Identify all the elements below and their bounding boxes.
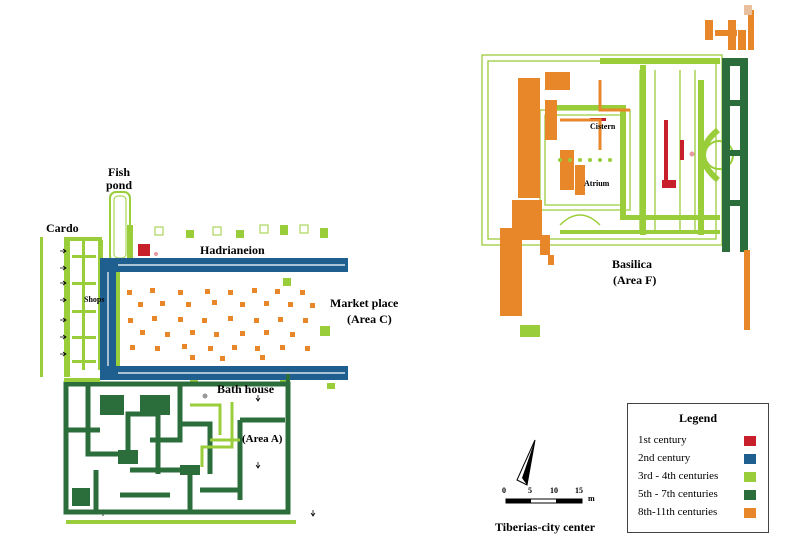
legend-label: 3rd - 4th centuries	[638, 470, 719, 482]
legend: Legend 1st century 2nd century 3rd - 4th…	[627, 403, 769, 533]
scale-unit: m	[588, 494, 595, 503]
legend-label: 5th - 7th centuries	[638, 488, 718, 500]
legend-item-8th-11th-centuries: 8th-11th centuries	[638, 506, 763, 522]
map-caption: Tiberias-city center	[495, 520, 596, 534]
legend-swatch	[744, 508, 756, 518]
label-shops: Shops	[84, 295, 105, 304]
legend-item-1st-century: 1st century	[638, 434, 763, 450]
legend-item-5th-7th-centuries: 5th - 7th centuries	[638, 488, 763, 504]
label-fish-pond: Fish pond	[106, 165, 133, 192]
legend-title: Legend	[678, 411, 717, 425]
legend-swatch	[744, 490, 756, 500]
legend-swatch	[744, 472, 756, 482]
legend-label: 1st century	[638, 434, 687, 446]
legend-item-3rd-4th-centuries: 3rd - 4th centuries	[638, 470, 763, 486]
label-cardo: Cardo	[46, 221, 79, 235]
label-basilica: Basilica	[612, 257, 653, 271]
label-area-a: (Area A)	[242, 433, 283, 445]
north-arrow-icon	[516, 439, 536, 486]
legend-label: 8th-11th centuries	[638, 506, 718, 518]
legend-swatch	[744, 436, 756, 446]
legend-label: 2nd century	[638, 452, 691, 464]
bath-house-walls	[63, 381, 291, 515]
islamic-period-remains	[500, 10, 754, 330]
market-columns	[127, 288, 315, 361]
scale-bar: 0 5 10 15 m	[498, 485, 608, 519]
scale-tick-10: 10	[550, 486, 558, 495]
label-area-c: (Area C)	[347, 312, 392, 326]
market-frame-2nd-century	[100, 258, 348, 380]
label-cistern: Cistern	[590, 122, 616, 131]
label-area-f: (Area F)	[613, 273, 657, 287]
scale-tick-5: 5	[528, 486, 532, 495]
label-hadrianeion: Hadrianeion	[200, 243, 265, 257]
legend-item-2nd-century: 2nd century	[638, 452, 763, 468]
scale-tick-15: 15	[575, 486, 583, 495]
label-market-place: Market place	[330, 296, 399, 310]
label-atrium: Atrium	[584, 179, 610, 188]
label-bath-house: Bath house	[217, 382, 275, 396]
legend-swatch	[744, 454, 756, 464]
scale-tick-0: 0	[502, 486, 506, 495]
cardo-walls	[40, 237, 103, 377]
